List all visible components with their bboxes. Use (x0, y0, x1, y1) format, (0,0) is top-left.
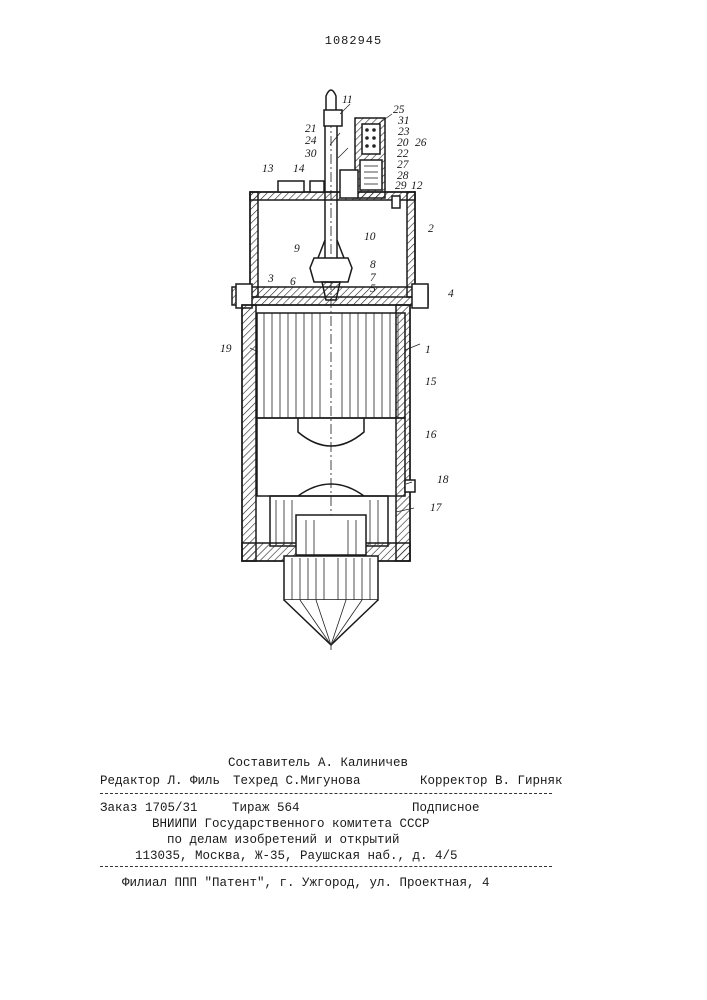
footer-techred: Техред С.Мигунова (233, 774, 361, 788)
footer-order: Заказ 1705/31 (100, 801, 198, 815)
part-label: 29 (395, 180, 407, 192)
footer-address: 113035, Москва, Ж-35, Раушская наб., д. … (135, 849, 458, 863)
part-label: 9 (294, 243, 300, 255)
part-label: 21 (305, 123, 317, 135)
part-label: 17 (430, 502, 443, 514)
part-label: 24 (305, 135, 317, 147)
part-label: 26 (415, 137, 427, 149)
part-label: 13 (262, 163, 274, 175)
divider (100, 793, 552, 794)
footer-edition: Тираж 564 (232, 801, 300, 815)
part-label: 2 (428, 223, 434, 235)
part-label: 4 (448, 288, 454, 300)
part-label: 14 (293, 163, 305, 175)
footer-branch: Филиал ППП "Патент", г. Ужгород, ул. Про… (122, 876, 490, 890)
part-label: 3 (267, 273, 274, 285)
footer-org-line2: по делам изобретений и открытий (167, 833, 400, 847)
footer-org-line1: ВНИИПИ Государственного комитета СССР (152, 817, 430, 831)
footer-composer: Составитель А. Калиничев (228, 756, 408, 770)
footer-subscription: Подписное (412, 801, 480, 815)
part-label: 12 (411, 180, 423, 192)
part-label: 16 (425, 429, 437, 441)
part-label: 10 (364, 231, 376, 243)
part-label: 19 (220, 343, 232, 355)
part-label: 11 (342, 94, 353, 106)
part-label: 18 (437, 474, 449, 486)
part-label: 30 (304, 148, 317, 160)
part-label: 1 (425, 344, 431, 356)
footer-corrector: Корректор В. Гирняк (420, 774, 563, 788)
part-label: 8 (370, 259, 376, 271)
part-label: 5 (370, 283, 376, 295)
divider (100, 866, 552, 867)
technical-drawing: 11 25 31 23 21 24 20 26 30 22 27 28 29 1… (0, 0, 707, 700)
footer-editor: Редактор Л. Филь (100, 774, 220, 788)
part-label: 6 (290, 276, 296, 288)
part-label: 15 (425, 376, 437, 388)
